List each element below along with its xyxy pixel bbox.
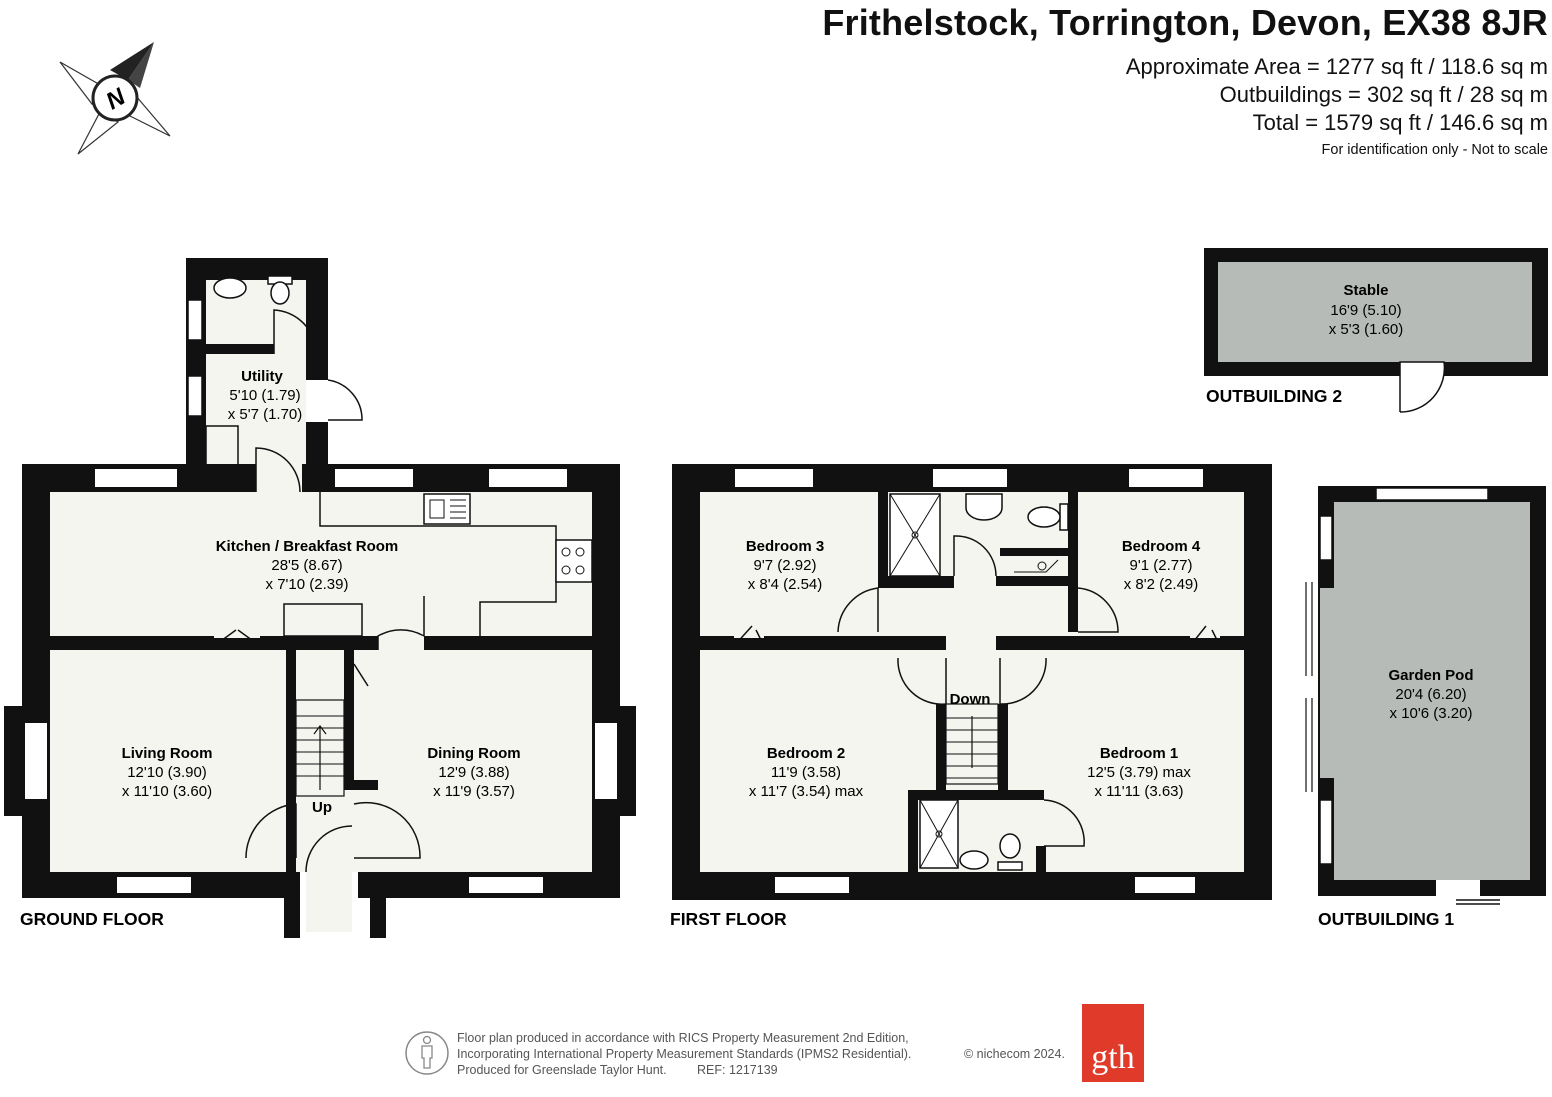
room-dim: 16'9 (5.10): [1330, 302, 1401, 319]
outbuilding2-label: OUTBUILDING 2: [1206, 386, 1342, 406]
stairs-up-label: Up: [312, 799, 332, 816]
first-floor-label: FIRST FLOOR: [670, 909, 787, 929]
room-dim: x 10'6 (3.20): [1390, 705, 1473, 722]
room-name: Kitchen / Breakfast Room: [216, 538, 399, 555]
room-label-kitchen: Kitchen / Breakfast Room 28'5 (8.67) x 7…: [216, 538, 399, 593]
room-label-dining: Dining Room 12'9 (3.88) x 11'9 (3.57): [427, 745, 520, 800]
room-name: Bedroom 1: [1100, 745, 1178, 762]
outbuilding-stable: [1204, 248, 1548, 413]
room-dim: x 11'9 (3.57): [433, 783, 515, 800]
room-dim: x 11'10 (3.60): [122, 783, 212, 800]
footer-ref: REF: 1217139: [697, 1063, 778, 1077]
address-title: Frithelstock, Torrington, Devon, EX38 8J…: [822, 2, 1548, 43]
room-dim: x 8'4 (2.54): [748, 576, 823, 593]
room-label-bedroom4: Bedroom 4 9'1 (2.77) x 8'2 (2.49): [1122, 538, 1201, 593]
footer-line1: Floor plan produced in accordance with R…: [457, 1031, 909, 1045]
room-label-garden-pod: Garden Pod 20'4 (6.20) x 10'6 (3.20): [1388, 667, 1473, 722]
north-arrow-icon: N: [59, 42, 171, 155]
room-label-living: Living Room 12'10 (3.90) x 11'10 (3.60): [122, 745, 213, 800]
scale-note: For identification only - Not to scale: [1321, 142, 1548, 158]
room-dim: 9'7 (2.92): [754, 557, 817, 574]
footer-line3: Produced for Greenslade Taylor Hunt.: [457, 1063, 667, 1077]
room-name: Bedroom 2: [767, 745, 845, 762]
stairs-down-label: Down: [950, 691, 991, 708]
footer-copyright: © nichecom 2024.: [964, 1047, 1065, 1061]
room-dim: 11'9 (3.58): [771, 764, 841, 781]
room-name: Dining Room: [427, 745, 520, 762]
room-label-bedroom2: Bedroom 2 11'9 (3.58) x 11'7 (3.54) max: [749, 745, 864, 800]
room-dim: x 11'7 (3.54) max: [749, 783, 864, 800]
room-dim: 28'5 (8.67): [271, 557, 342, 574]
person-icon: [405, 1031, 449, 1075]
room-name: Garden Pod: [1388, 667, 1473, 684]
gth-logo: gth: [1082, 1004, 1144, 1082]
total-area: Total = 1579 sq ft / 146.6 sq m: [1252, 110, 1548, 135]
room-name: Bedroom 3: [746, 538, 824, 555]
room-dim: 9'1 (2.77): [1130, 557, 1193, 574]
ground-floor: [4, 258, 636, 938]
outbuilding-garden-pod: [1305, 486, 1546, 905]
room-dim: x 8'2 (2.49): [1124, 576, 1199, 593]
first-floor: [672, 464, 1272, 900]
room-dim: 5'10 (1.79): [229, 387, 300, 404]
room-name: Bedroom 4: [1122, 538, 1201, 555]
outbuilding1-label: OUTBUILDING 1: [1318, 909, 1454, 929]
room-name: Stable: [1343, 282, 1388, 299]
room-dim: x 7'10 (2.39): [266, 576, 349, 593]
outbuildings-area: Outbuildings = 302 sq ft / 28 sq m: [1219, 82, 1548, 107]
room-label-utility: Utility 5'10 (1.79) x 5'7 (1.70): [228, 368, 303, 423]
ground-floor-label: GROUND FLOOR: [20, 909, 164, 929]
room-dim: 12'5 (3.79) max: [1087, 764, 1191, 781]
room-label-bedroom3: Bedroom 3 9'7 (2.92) x 8'4 (2.54): [746, 538, 824, 593]
footer-line2: Incorporating International Property Mea…: [457, 1047, 911, 1061]
room-name: Utility: [241, 368, 283, 385]
room-dim: x 5'3 (1.60): [1329, 321, 1404, 338]
room-label-stable: Stable 16'9 (5.10) x 5'3 (1.60): [1329, 282, 1404, 338]
room-dim: 12'10 (3.90): [127, 764, 207, 781]
room-label-bedroom1: Bedroom 1 12'5 (3.79) max x 11'11 (3.63): [1087, 745, 1191, 800]
room-dim: x 5'7 (1.70): [228, 406, 303, 423]
room-dim: 12'9 (3.88): [438, 764, 509, 781]
room-dim: 20'4 (6.20): [1395, 686, 1466, 703]
approx-area: Approximate Area = 1277 sq ft / 118.6 sq…: [1125, 54, 1548, 79]
room-dim: x 11'11 (3.63): [1094, 783, 1183, 800]
room-name: Living Room: [122, 745, 213, 762]
logo-text: gth: [1091, 1039, 1134, 1076]
